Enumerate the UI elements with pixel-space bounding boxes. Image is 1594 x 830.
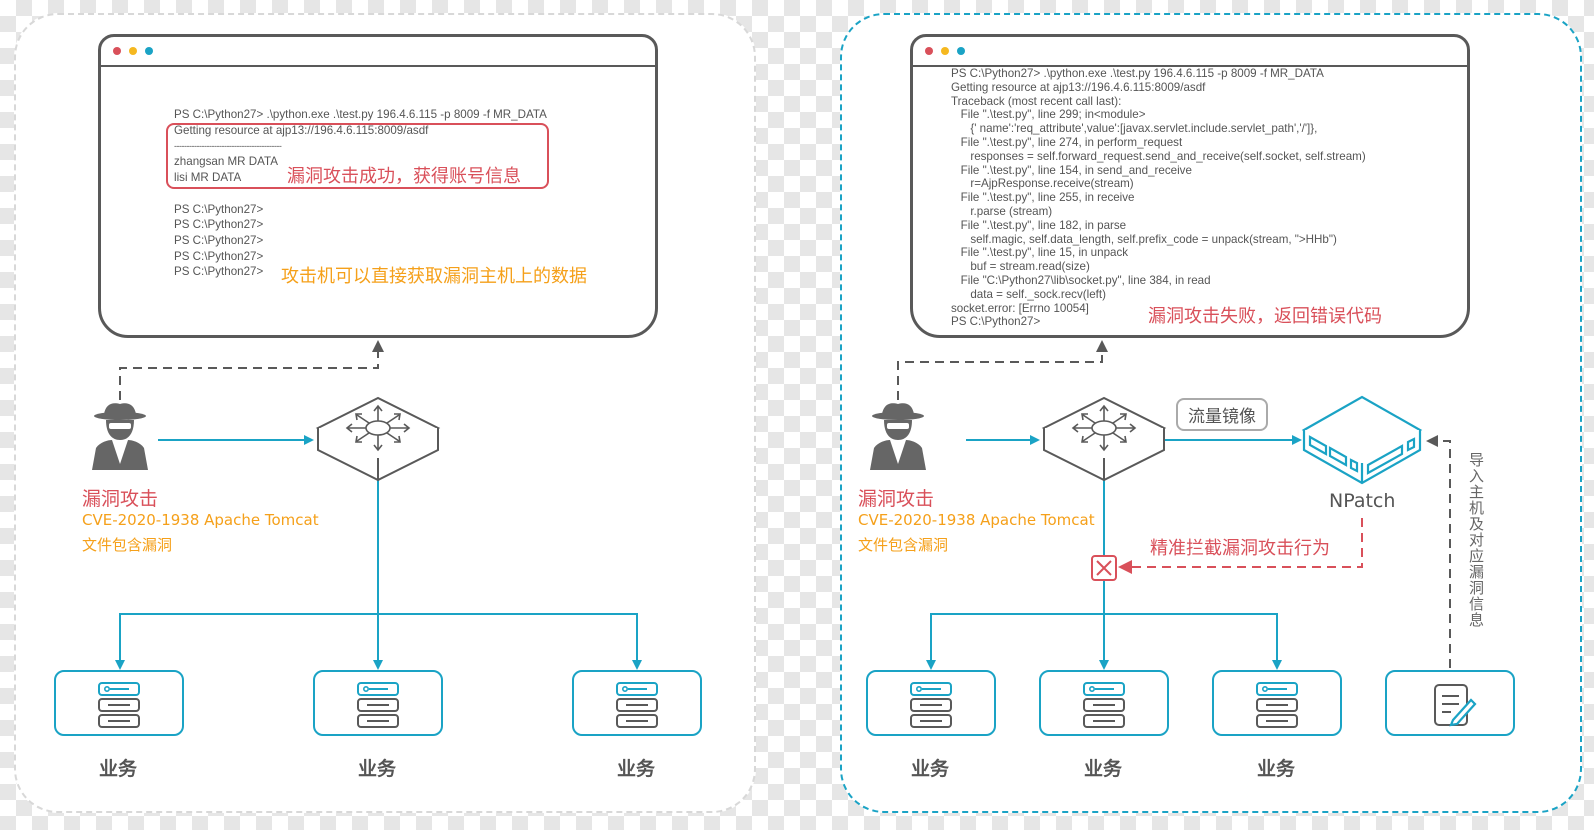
traceback-line: data = self._sock.recv(left): [951, 287, 1106, 301]
traceback-line: buf = stream.read(size): [951, 260, 1090, 274]
traceback-line: Getting resource at ajp13://196.4.6.115:…: [951, 80, 1206, 94]
right-business-server-node: [866, 670, 996, 736]
right-attacker-title: 漏洞攻击: [858, 488, 935, 510]
left-success-highlight-box: [166, 123, 549, 189]
traceback-line: File ".\test.py", line 15, in unpack: [951, 246, 1129, 260]
left-success-callout: 漏洞攻击成功，获得账号信息: [287, 166, 521, 187]
traceback-line: PS C:\Python27>: [951, 315, 1041, 329]
right-business-server-label: 业务: [1084, 758, 1123, 780]
traceback-line: File ".\test.py", line 255, in receive: [951, 191, 1135, 205]
traceback-line: File ".\test.py", line 182, in parse: [951, 218, 1127, 232]
window-maximize-dot: [145, 47, 153, 55]
terminal-titlebar: [101, 37, 655, 67]
server-rack-icon: [616, 682, 658, 728]
vuln-info-import-node: [1385, 670, 1515, 736]
left-data-callout: 攻击机可以直接获取漏洞主机上的数据: [281, 266, 587, 287]
import-info-label: 导入主机及对应漏洞信息: [1467, 452, 1485, 628]
traceback-line: File ".\test.py", line 299; in<module>: [951, 108, 1146, 122]
left-result-line: lisi MR DATA: [174, 171, 242, 184]
left-attacker-title: 漏洞攻击: [82, 488, 159, 510]
left-prompt-line: PS C:\Python27>: [174, 203, 264, 216]
left-attacker-desc: 文件包含漏洞: [82, 536, 173, 554]
left-business-server-label: 业务: [99, 758, 138, 780]
block-x-icon: [1091, 555, 1117, 581]
server-rack-icon: [98, 682, 140, 728]
traceback-line: Traceback (most recent call last):: [951, 94, 1122, 108]
left-prompt-line: PS C:\Python27>: [174, 218, 264, 231]
left-switch-icon: [317, 397, 439, 481]
left-prompt-line: PS C:\Python27>: [174, 250, 264, 263]
left-business-server-label: 业务: [358, 758, 397, 780]
server-rack-icon: [1083, 682, 1125, 728]
right-switch-icon: [1043, 397, 1165, 481]
right-terminal-window: [910, 34, 1470, 338]
server-rack-icon: [910, 682, 952, 728]
right-business-server-label: 业务: [1257, 758, 1296, 780]
left-result-line: ----------------------------------------…: [174, 141, 282, 151]
npatch-label: NPatch: [1329, 490, 1396, 512]
terminal-titlebar: [913, 37, 1467, 67]
left-dashed-feedback-connector: [119, 340, 384, 400]
traceback-line: PS C:\Python27> .\python.exe .\test.py 1…: [951, 67, 1324, 80]
window-minimize-dot: [129, 47, 137, 55]
traffic-mirror-label: 流量镜像: [1176, 398, 1268, 431]
left-business-server-node: [54, 670, 184, 736]
left-attacker-cve: CVE-2020-1938 Apache Tomcat: [82, 511, 319, 529]
traceback-line: r=AjpResponse.receive(stream): [951, 177, 1134, 191]
left-business-server-label: 业务: [617, 758, 656, 780]
left-distribution-lines: [115, 480, 642, 670]
right-business-server-node: [1212, 670, 1342, 736]
left-prompt-line: PS C:\Python27>: [174, 265, 264, 278]
traceback-line: responses = self.forward_request.send_an…: [951, 149, 1366, 163]
npatch-device-icon: [1301, 395, 1423, 485]
left-hacker-icon: [92, 403, 148, 470]
server-rack-icon: [1256, 682, 1298, 728]
traceback-line: {' name':'req_attribute',value':[javax.s…: [951, 122, 1318, 136]
left-command-line: PS C:\Python27> .\python.exe .\test.py 1…: [174, 108, 547, 121]
right-fail-callout: 漏洞攻击失败，返回错误代码: [1148, 306, 1382, 327]
left-terminal-window: [98, 34, 658, 338]
block-attack-label: 精准拦截漏洞攻击行为: [1150, 538, 1330, 559]
left-result-line: zhangsan MR DATA: [174, 155, 278, 168]
right-dashed-feedback-connector: [897, 340, 1108, 400]
right-attacker-cve: CVE-2020-1938 Apache Tomcat: [858, 511, 1095, 529]
left-result-line: Getting resource at ajp13://196.4.6.115:…: [174, 124, 429, 137]
right-hacker-icon: [870, 403, 926, 470]
window-minimize-dot: [941, 47, 949, 55]
left-business-server-node: [313, 670, 443, 736]
traceback-line: File ".\test.py", line 274, in perform_r…: [951, 136, 1183, 149]
right-business-server-node: [1039, 670, 1169, 736]
traceback-line: File ".\test.py", line 154, in send_and_…: [951, 163, 1192, 177]
left-business-server-node: [572, 670, 702, 736]
traceback-line: self.magic, self.data_length, self.prefi…: [951, 232, 1337, 246]
window-close-dot: [113, 47, 121, 55]
traceback-line: r.parse (stream): [951, 205, 1053, 218]
right-attacker-desc: 文件包含漏洞: [858, 536, 949, 554]
right-business-server-label: 业务: [911, 758, 950, 780]
traceback-line: socket.error: [Errno 10054]: [951, 301, 1089, 315]
window-maximize-dot: [957, 47, 965, 55]
server-rack-icon: [357, 682, 399, 728]
block-dashed-arrow: [1118, 518, 1363, 574]
window-close-dot: [925, 47, 933, 55]
import-dashed-arrow: [1426, 435, 1451, 668]
left-prompt-line: PS C:\Python27>: [174, 234, 264, 247]
document-edit-icon: [1434, 684, 1477, 727]
traceback-line: File "C:\Python27\lib\socket.py", line 3…: [951, 274, 1211, 287]
